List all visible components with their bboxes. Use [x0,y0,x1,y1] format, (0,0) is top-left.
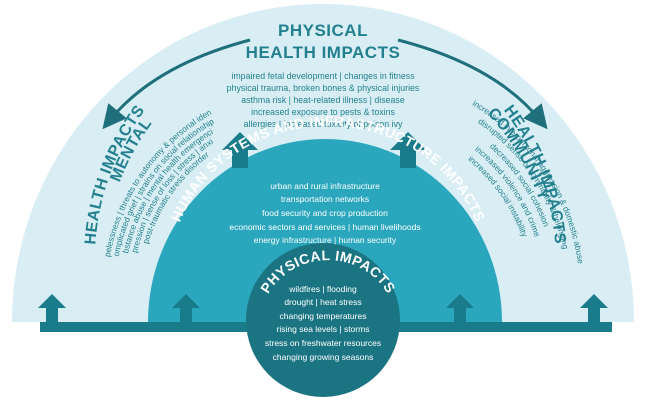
human-systems-item: transportation networks [281,194,369,204]
inner-circle [246,243,400,397]
arrow-up-left [222,132,258,168]
physical-health-item: allergies | increased toxicity of poison… [244,119,403,129]
human-systems-item: economic sectors and services | human li… [229,222,420,232]
physical-health-title-2: HEALTH IMPACTS [246,43,401,62]
physical-impacts-item: rising sea levels | storms [277,324,370,334]
physical-impacts-item: changing temperatures [280,311,367,321]
physical-health-title-1: PHYSICAL [278,21,368,40]
physical-impacts-item: drought | heat stress [284,297,361,307]
arrow-up-right [390,132,426,168]
arrow-to-community-health [397,38,548,130]
physical-impacts-item: changing growing seasons [273,352,374,362]
physical-impacts-item: stress on freshwater resources [265,338,381,348]
physical-health-item: physical trauma, broken bones & physical… [227,83,420,93]
middle-ring [148,139,502,322]
human-systems-item: urban and rural infrastructure [270,181,380,191]
physical-health-item: asthma risk | heat-related illness | dis… [241,95,405,105]
human-systems-item: energy infrastructure | human security [254,235,397,245]
physical-health-item: increased exposure to pests & toxins [251,107,395,117]
physical-health-item: impaired fetal development | changes in … [231,71,415,81]
physical-impacts-item: wildfires | flooding [288,284,357,294]
arrow-to-mental-health [102,38,251,130]
human-systems-item: food security and crop production [262,208,388,218]
base-arrows [38,294,608,322]
